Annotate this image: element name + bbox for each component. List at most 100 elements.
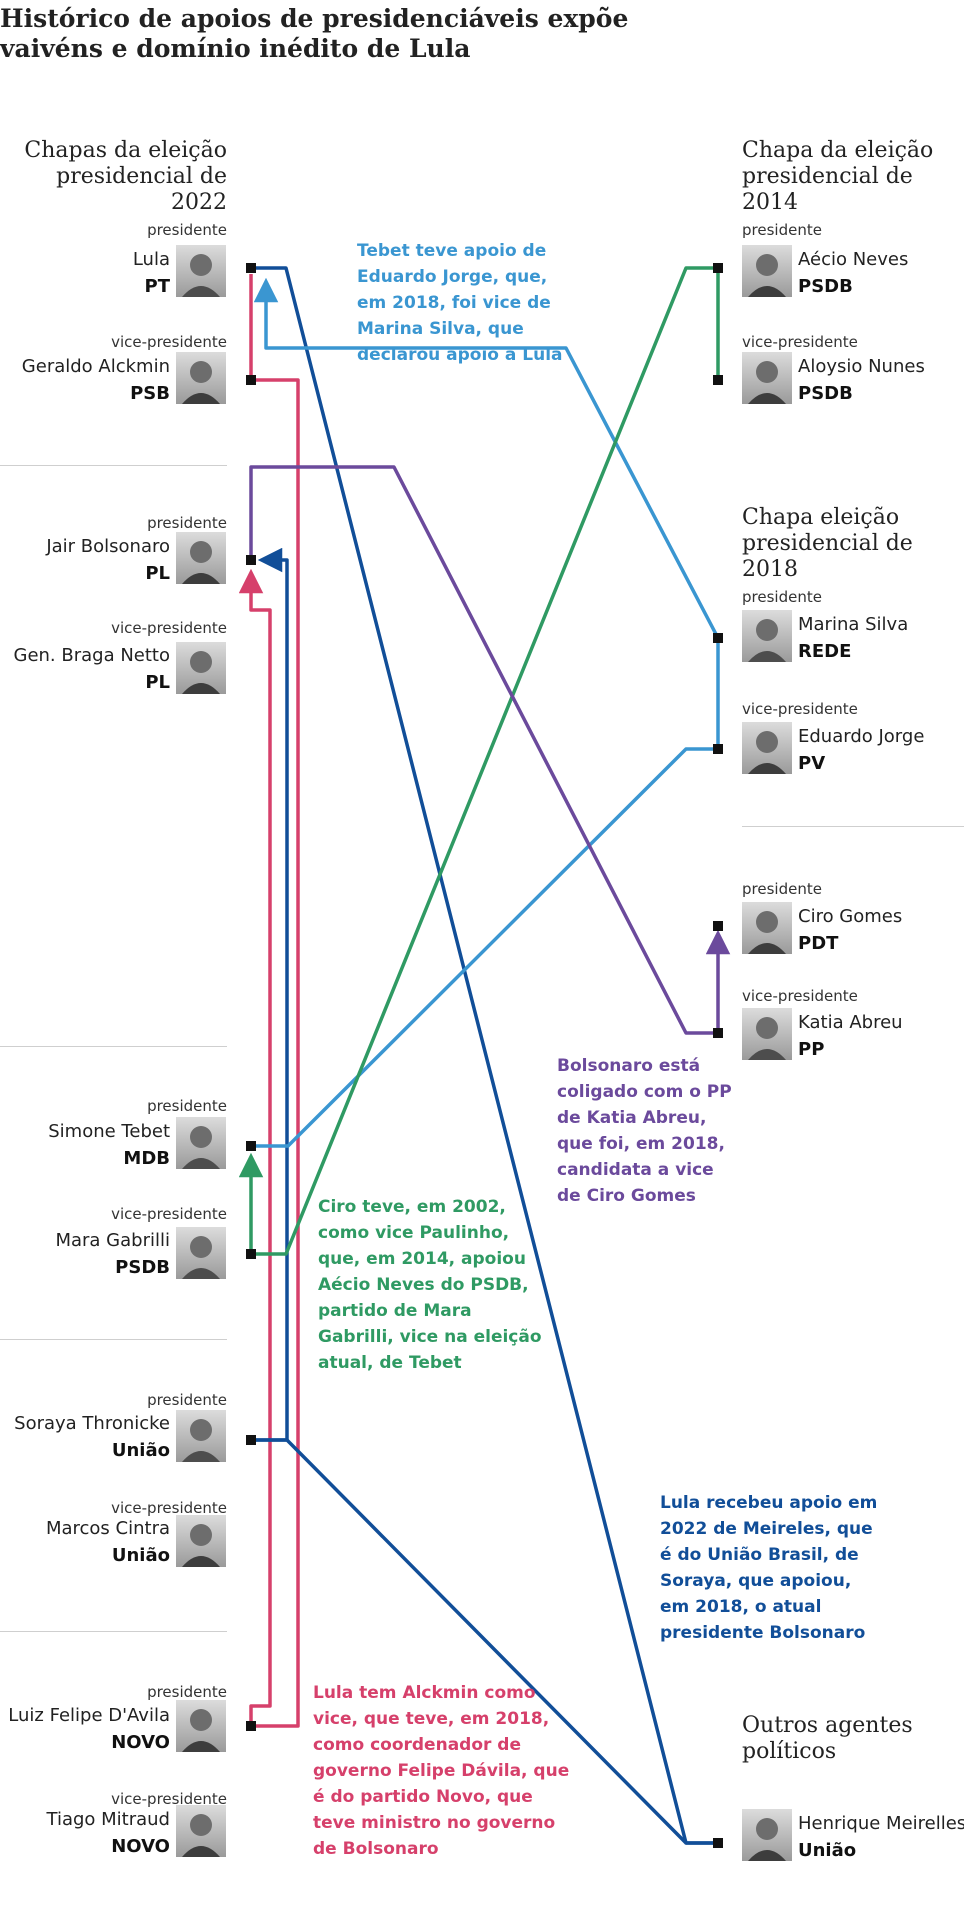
braga-netto-photo bbox=[176, 642, 226, 694]
role-label: vice-presidente bbox=[111, 1499, 227, 1517]
name-aecio: Aécio Neves bbox=[798, 249, 909, 270]
name-eduardo-jorge: Eduardo Jorge bbox=[798, 726, 925, 747]
bolsonaro-photo bbox=[176, 532, 226, 584]
marina-photo bbox=[742, 610, 792, 662]
name-soraya: Soraya Thronicke bbox=[14, 1413, 170, 1434]
note-lula-alckmin: Lula tem Alckmin como vice, que teve, em… bbox=[313, 1683, 570, 1859]
name-alckmin: Geraldo Alckmin bbox=[21, 356, 170, 377]
name-davila: Luiz Felipe D'Avila bbox=[8, 1705, 170, 1726]
party-aloysio: PSDB bbox=[798, 383, 853, 404]
green-aecio-mara-line bbox=[251, 266, 718, 1256]
header-others: Outros agentes políticos bbox=[742, 1713, 913, 1764]
party-tebet: MDB bbox=[123, 1148, 170, 1169]
name-gabrilli: Mara Gabrilli bbox=[55, 1230, 170, 1251]
purple-bolsonaro-katia-line bbox=[249, 465, 718, 1035]
party-gabrilli: PSDB bbox=[115, 1257, 170, 1278]
role-label: vice-presidente bbox=[742, 700, 858, 718]
role-label: presidente bbox=[147, 514, 227, 532]
note-tebet: Tebet teve apoio de Eduardo Jorge, que, … bbox=[357, 241, 563, 365]
role-label: presidente bbox=[147, 1683, 227, 1701]
role-label: presidente bbox=[742, 588, 822, 606]
name-lula: Lula bbox=[132, 249, 170, 270]
node-aecio bbox=[713, 263, 723, 273]
pink-davila-bolsonaro-line bbox=[238, 568, 272, 1726]
role-label: presidente bbox=[147, 221, 227, 239]
node-gabrilli bbox=[246, 1249, 256, 1259]
node-eduardo bbox=[713, 744, 723, 754]
node-alckmin bbox=[246, 375, 256, 385]
node-soraya bbox=[246, 1435, 256, 1445]
note-bolsonaro: Bolsonaro está coligado com o PP de Kati… bbox=[557, 1056, 732, 1206]
name-marina: Marina Silva bbox=[798, 614, 909, 635]
header-2022: Chapas da eleição presidencial de 2022 bbox=[24, 138, 227, 215]
name-braga-netto: Gen. Braga Netto bbox=[13, 645, 171, 666]
party-meirelles: União bbox=[798, 1840, 857, 1861]
name-katia: Katia Abreu bbox=[798, 1012, 903, 1033]
party-ciro: PDT bbox=[798, 933, 839, 954]
node-katia bbox=[713, 1028, 723, 1038]
header-2014: Chapa da eleição presidencial de 2014 bbox=[742, 138, 934, 215]
eduardo-jorge-photo bbox=[742, 722, 792, 774]
name-aloysio: Aloysio Nunes bbox=[798, 356, 925, 377]
party-marina: REDE bbox=[798, 641, 852, 662]
alckmin-photo bbox=[176, 352, 226, 404]
role-label: presidente bbox=[147, 1391, 227, 1409]
divider bbox=[0, 1046, 227, 1047]
pink-alckmin-davila-line bbox=[251, 378, 300, 1728]
divider bbox=[0, 1339, 227, 1340]
name-bolsonaro: Jair Bolsonaro bbox=[46, 536, 170, 557]
divider bbox=[0, 1631, 227, 1632]
name-ciro: Ciro Gomes bbox=[798, 906, 903, 927]
header-2018: Chapa eleição presidencial de 2018 bbox=[742, 505, 913, 582]
party-braga-netto: PL bbox=[145, 672, 170, 693]
navy-soraya-bolsonaro-line bbox=[251, 547, 289, 1442]
role-label: vice-presidente bbox=[111, 1205, 227, 1223]
party-katia: PP bbox=[798, 1039, 825, 1060]
divider bbox=[742, 826, 964, 827]
role-label: presidente bbox=[742, 880, 822, 898]
name-cintra: Marcos Cintra bbox=[45, 1518, 170, 1539]
aloysio-photo bbox=[742, 352, 792, 404]
mitraud-photo bbox=[176, 1805, 226, 1857]
party-soraya: União bbox=[111, 1440, 170, 1461]
davila-photo bbox=[176, 1700, 226, 1752]
party-alckmin: PSB bbox=[130, 383, 170, 404]
gabrilli-photo bbox=[176, 1227, 226, 1279]
role-label: vice-presidente bbox=[111, 619, 227, 637]
party-aecio: PSDB bbox=[798, 276, 853, 297]
party-lula: PT bbox=[144, 276, 170, 297]
party-davila: NOVO bbox=[111, 1732, 170, 1753]
role-label: vice-presidente bbox=[742, 987, 858, 1005]
page-title: Histórico de apoios de presidenciáveis e… bbox=[0, 4, 629, 63]
soraya-photo bbox=[176, 1410, 226, 1462]
note-ciro: Ciro teve, em 2002, como vice Paulinho, … bbox=[318, 1197, 542, 1373]
role-label: vice-presidente bbox=[742, 333, 858, 351]
node-tebet bbox=[246, 1141, 256, 1151]
katia-photo bbox=[742, 1008, 792, 1060]
node-meirelles bbox=[713, 1838, 723, 1848]
name-meirelles: Henrique Meirelles bbox=[798, 1813, 964, 1834]
role-label: presidente bbox=[742, 221, 822, 239]
node-bolsonaro bbox=[246, 555, 256, 565]
name-mitraud: Tiago Mitraud bbox=[46, 1809, 171, 1830]
note-lula-meireles: Lula recebeu apoio em 2022 de Meireles, … bbox=[660, 1493, 878, 1643]
party-mitraud: NOVO bbox=[111, 1836, 170, 1857]
node-ciro bbox=[713, 921, 723, 931]
node-aloysio bbox=[713, 375, 723, 385]
blue-marina-lula-line bbox=[253, 277, 720, 639]
node-marina bbox=[713, 633, 723, 643]
node-lula bbox=[246, 263, 256, 273]
tebet-photo bbox=[176, 1117, 226, 1169]
cintra-photo bbox=[176, 1515, 226, 1567]
party-bolsonaro: PL bbox=[145, 563, 170, 584]
party-cintra: União bbox=[111, 1545, 170, 1566]
divider bbox=[0, 465, 227, 466]
role-label: vice-presidente bbox=[111, 333, 227, 351]
lula-photo bbox=[176, 245, 226, 297]
role-label: presidente bbox=[147, 1097, 227, 1115]
node-davila bbox=[246, 1721, 256, 1731]
party-eduardo-jorge: PV bbox=[798, 753, 826, 774]
ciro-photo bbox=[742, 902, 792, 954]
blue-tebet-eduardo-line bbox=[251, 747, 718, 1148]
